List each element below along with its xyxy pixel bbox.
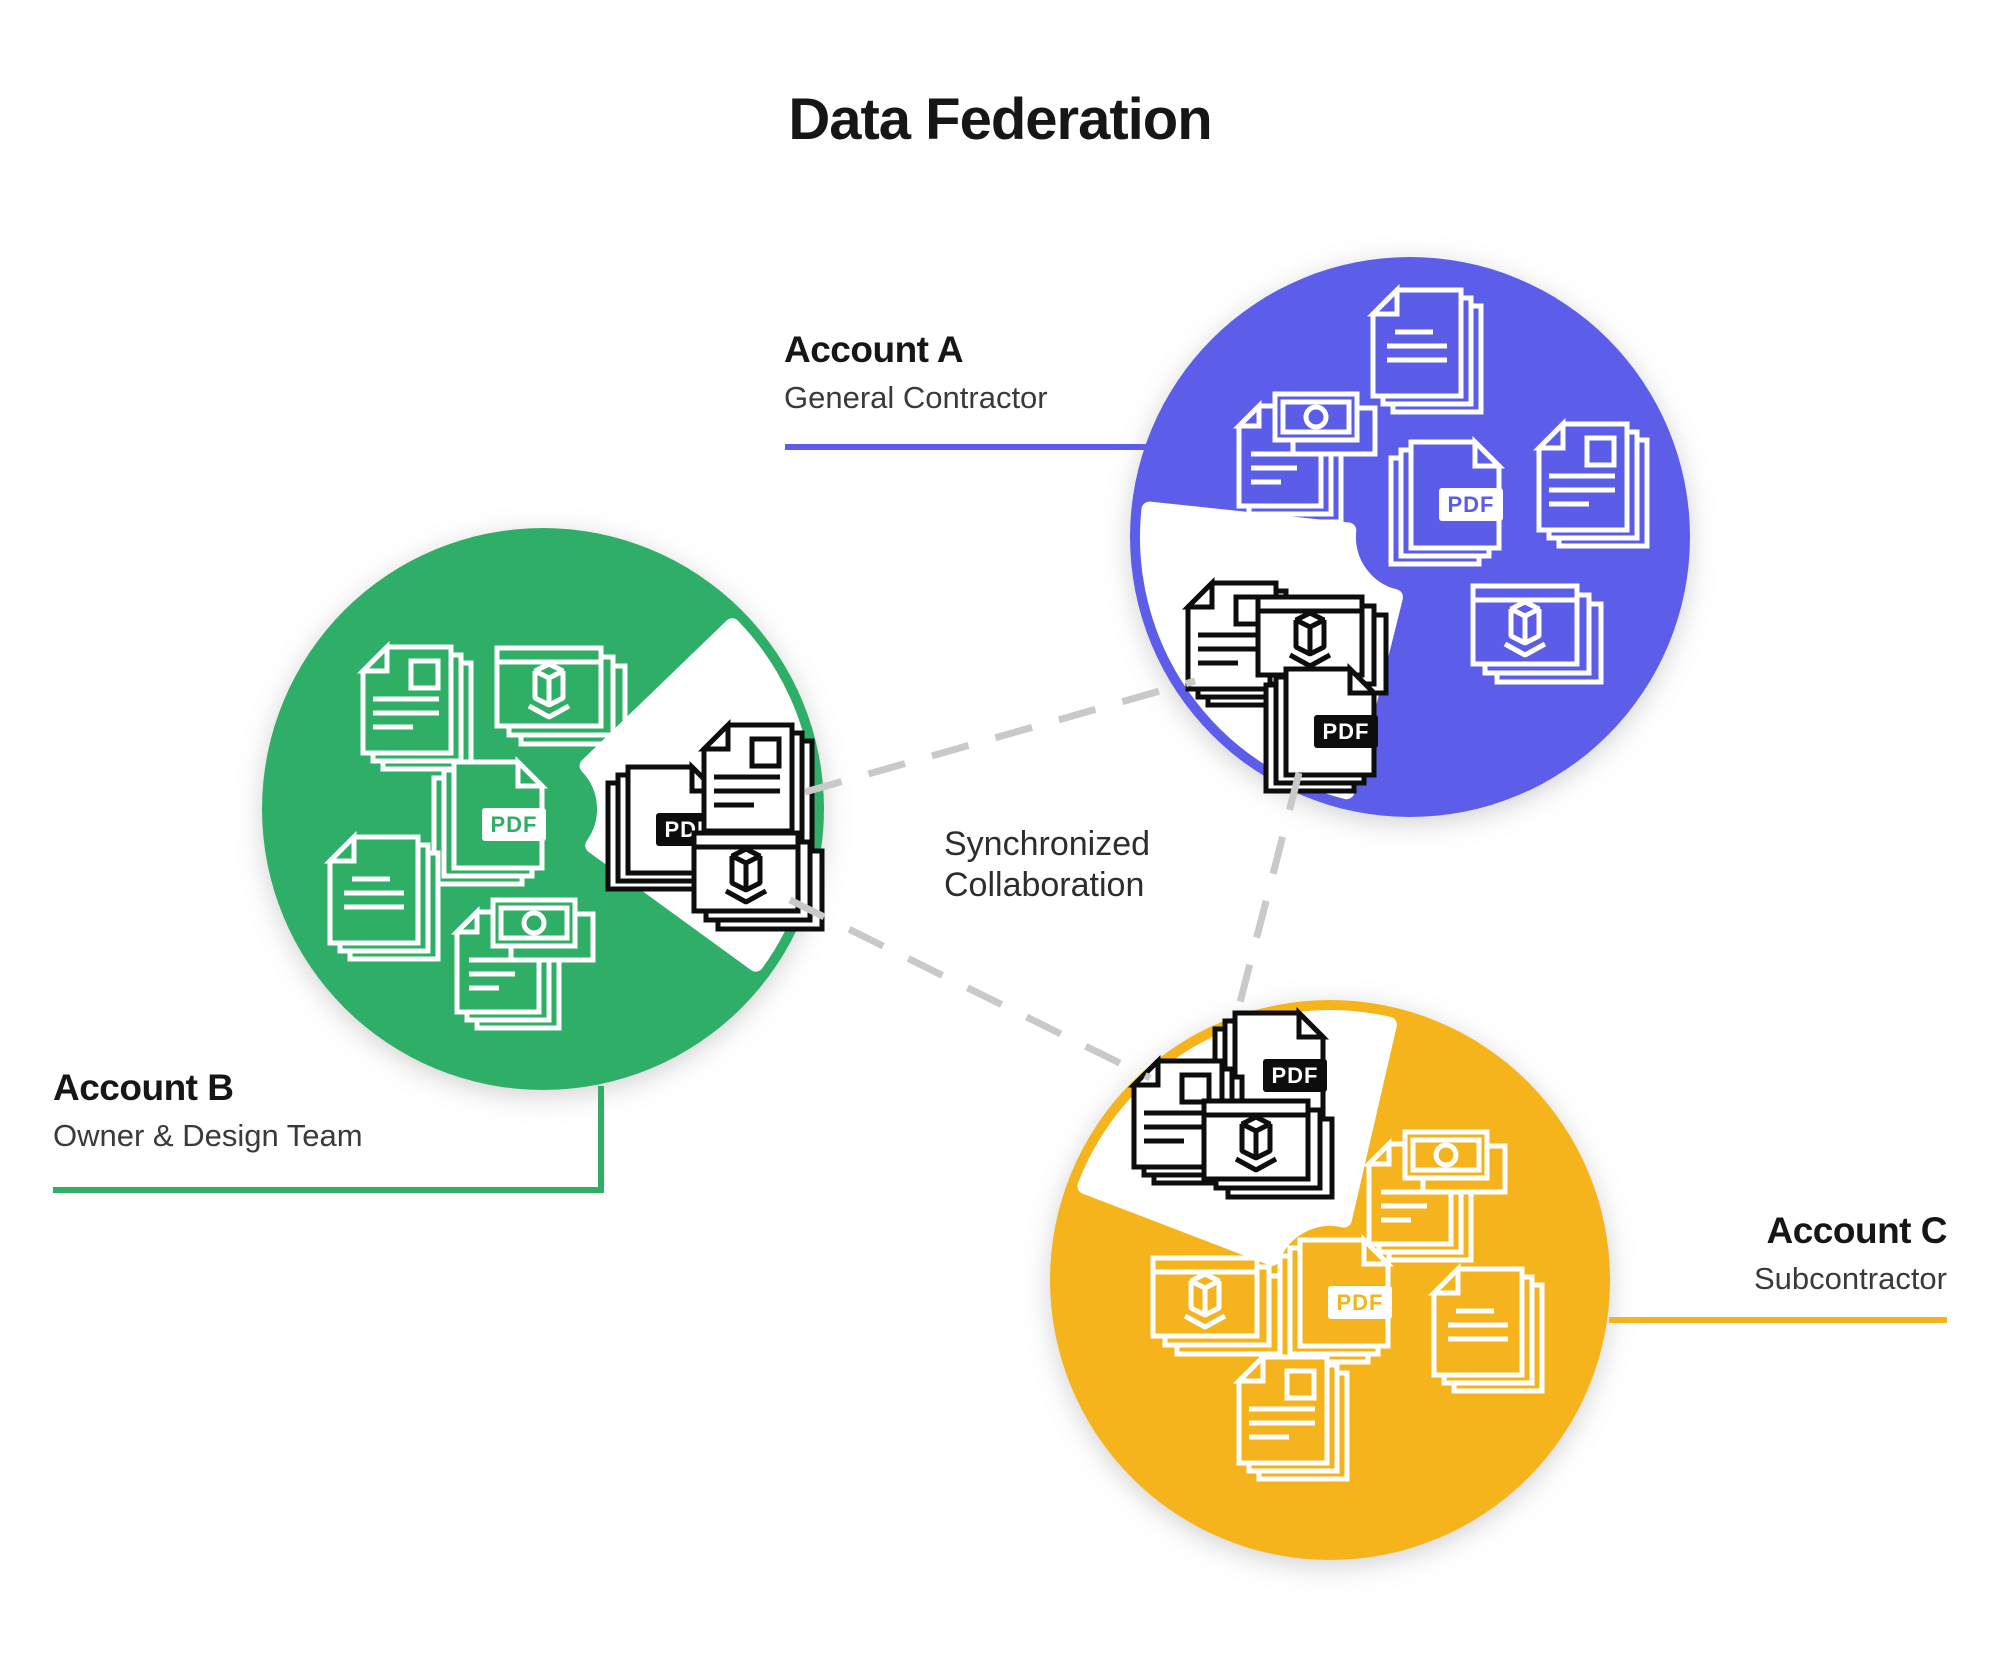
account-a-circle <box>1130 257 1690 817</box>
text-document-stack-icon <box>1434 1269 1542 1391</box>
sync-link-b-a <box>804 677 1196 796</box>
account-a-label: Account A General Contractor <box>784 329 1048 416</box>
text-document-stack-icon <box>330 837 438 959</box>
account-b-name: Account B <box>53 1067 234 1108</box>
3d-model-window-stack-icon <box>694 833 822 929</box>
account-c-shared-documents <box>1134 1013 1332 1197</box>
account-c-label: Account C Subcontractor <box>1754 1210 1948 1297</box>
account-a-shared-documents <box>1188 583 1386 791</box>
3d-model-window-stack-icon <box>497 648 625 744</box>
text-document-stack-icon <box>1373 290 1481 412</box>
account-a-name: Account A <box>784 329 964 370</box>
3d-model-window-stack-icon <box>1473 586 1601 682</box>
3d-model-window-stack-icon <box>1153 1258 1281 1354</box>
report-document-stack-icon <box>1539 424 1647 546</box>
account-a-role: General Contractor <box>784 379 1048 415</box>
account-c-role: Subcontractor <box>1754 1260 1947 1296</box>
pdf-document-stack-icon <box>1391 442 1503 564</box>
pdf-document-stack-icon <box>1280 1240 1392 1362</box>
report-document-stack-icon <box>704 725 812 847</box>
3d-model-window-stack-icon <box>1204 1101 1332 1197</box>
sync-link-b-c <box>788 896 1152 1082</box>
account-b-label: Account B Owner & Design Team <box>53 1067 363 1154</box>
account-b-connector <box>53 1086 604 1193</box>
pdf-document-stack-icon <box>434 762 546 884</box>
report-document-stack-icon <box>1239 1357 1347 1479</box>
sync-link-a-c <box>1232 772 1303 1019</box>
account-c-circle <box>1050 1000 1610 1560</box>
account-c-name: Account C <box>1766 1210 1948 1251</box>
page-title: Data Federation <box>788 87 1212 152</box>
report-document-stack-icon <box>363 647 471 769</box>
sync-caption: Synchronized Collaboration <box>944 825 1151 904</box>
account-b-role: Owner & Design Team <box>53 1117 363 1153</box>
pdf-document-stack-icon <box>1266 669 1378 791</box>
account-b-circle <box>262 528 824 1090</box>
